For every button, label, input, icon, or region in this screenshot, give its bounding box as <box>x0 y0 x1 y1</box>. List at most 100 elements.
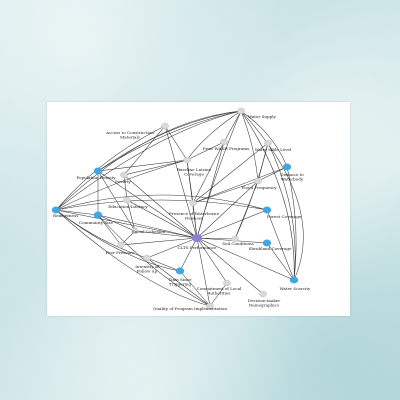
presence-waterborne-label: Presence of Waterborne <box>169 211 220 216</box>
edge-social-cohesion-to-clts-performance <box>134 230 198 239</box>
edge-prior-wash-to-clts-performance <box>196 141 225 239</box>
baseline-latrine-node-marker <box>183 156 191 164</box>
edge-layer <box>55 110 304 307</box>
time-since-triggering-label: Time Since <box>168 277 192 282</box>
intensity-followup-label-line2: Follow up <box>137 269 158 274</box>
edge-distance-waterbody-to-water-scarcity <box>286 166 297 281</box>
commitment-local-label-line2: Authorities <box>206 291 230 296</box>
water-table-node-marker <box>264 139 272 147</box>
edge-poverty-to-clts-performance <box>123 174 198 239</box>
edge-time-since-triggering-to-quality-implementation <box>179 270 211 307</box>
remoteness-label: Remoteness <box>53 213 78 218</box>
edge-access-construction-to-clts-performance <box>164 125 198 239</box>
social-cohesion-label: Social Cohesion <box>132 229 165 234</box>
distance-waterbody-label: Distance to <box>280 172 304 177</box>
edge-water-supply-to-flood-frequency <box>240 110 259 182</box>
presence-waterborne-label-line2: Diseases <box>185 216 203 221</box>
commitment-local-node-marker <box>223 279 231 287</box>
decision-maker-label-line2: Demographics <box>249 303 279 308</box>
poverty-label: Poverty <box>115 179 131 184</box>
edge-community-size-to-clts-performance <box>97 214 198 239</box>
node-soil-conditions: Soil Conditions <box>222 235 254 246</box>
edge-shrubland-coverage-to-water-scarcity <box>266 242 295 281</box>
edge-water-table-to-soil-conditions <box>234 142 269 240</box>
edge-prior-wash-to-baseline-latrine <box>186 141 225 161</box>
edge-remoteness-to-water-supply <box>55 110 242 211</box>
edge-remoteness-to-quality-implementation <box>55 209 211 307</box>
shrubland-coverage-node-marker <box>262 239 272 247</box>
node-quality-implementation: Quality of Program Implementation <box>153 302 227 311</box>
edge-flood-frequency-to-presence-waterborne <box>192 180 259 204</box>
forest-coverage-node-marker <box>262 206 272 214</box>
edge-access-construction-to-remoteness <box>55 125 166 211</box>
shrubland-coverage-label: Shrubland Coverage <box>249 246 292 251</box>
node-peer-pressure: Peer Pressure <box>105 241 135 255</box>
edge-intensity-followup-to-quality-implementation <box>146 257 211 307</box>
edge-population-density-to-water-supply <box>97 110 242 172</box>
distance-waterbody-label-line2: Waterbody <box>281 177 304 182</box>
node-community-size: Community Size <box>79 211 114 225</box>
decision-maker-node-marker <box>259 290 267 298</box>
soil-conditions-label: Soil Conditions <box>222 241 254 246</box>
community-size-label: Community Size <box>79 220 113 225</box>
edge-population-density-to-clts-performance <box>97 170 198 239</box>
edge-baseline-latrine-to-presence-waterborne <box>186 159 194 204</box>
edge-prior-wash-to-presence-waterborne <box>192 141 225 204</box>
edge-flood-frequency-to-soil-conditions <box>234 180 259 240</box>
water-table-label: Water table Level <box>255 147 292 152</box>
edge-water-supply-to-water-scarcity <box>240 110 304 281</box>
edge-distance-waterbody-to-presence-waterborne <box>192 166 288 204</box>
node-social-cohesion: Social Cohesion <box>131 227 165 235</box>
water-supply-node-marker <box>237 107 245 115</box>
population-density-label: Population Density <box>76 175 116 180</box>
clts-performance-node-marker <box>192 233 202 243</box>
edge-water-scarcity-to-water-supply <box>240 110 295 281</box>
time-since-triggering-node-marker <box>175 267 185 275</box>
intensity-followup-label: Intensity of <box>135 264 159 269</box>
node-water-supply: Water Supply <box>237 107 277 119</box>
edge-water-supply-to-prior-wash <box>223 110 242 143</box>
poverty-node-marker <box>120 171 128 179</box>
edge-water-supply-to-distance-waterbody <box>240 110 288 168</box>
presence-waterborne-node-marker <box>189 199 197 207</box>
peer-pressure-label: Peer Pressure <box>105 250 135 255</box>
node-remoteness: Remoteness <box>51 206 78 218</box>
node-water-table: Water table Level <box>255 139 292 152</box>
edge-commitment-local-to-clts-performance <box>196 237 228 284</box>
edge-baseline-latrine-to-population-density <box>97 159 188 172</box>
edge-time-since-triggering-to-clts-performance <box>179 237 198 272</box>
access-construction-label-line2: Materials <box>120 135 140 140</box>
education-literacy-label: Education/Literacy <box>108 204 148 209</box>
quality-implementation-node-marker <box>206 302 214 310</box>
edge-education-literacy-to-clts-performance <box>126 199 198 239</box>
time-since-triggering-label-line2: Triggering <box>169 282 192 287</box>
edge-baseline-latrine-to-remoteness <box>55 159 188 211</box>
edge-water-scarcity-to-clts-performance <box>196 237 295 281</box>
edge-remoteness-to-time-since-triggering <box>55 209 181 272</box>
distance-waterbody-node-marker <box>282 163 292 171</box>
node-education-literacy: Education/Literacy <box>108 196 148 209</box>
social-cohesion-node-marker <box>131 227 139 235</box>
node-flood-frequency: Flood Frequency <box>241 177 277 190</box>
intensity-followup-node-marker <box>143 254 151 262</box>
edge-quality-implementation-to-clts-performance <box>196 237 211 307</box>
water-scarcity-node-marker <box>289 276 299 284</box>
edge-peer-pressure-to-clts-performance <box>120 237 198 246</box>
edge-water-table-to-water-scarcity <box>267 142 296 281</box>
community-size-node-marker <box>93 211 103 219</box>
education-literacy-node-marker <box>123 196 131 204</box>
decision-maker-label: Decision-maker <box>248 298 280 303</box>
access-construction-label: Access to Construction <box>105 130 154 135</box>
edge-poverty-to-baseline-latrine <box>123 159 188 176</box>
baseline-latrine-label-line2: Coverage <box>184 172 204 177</box>
access-construction-node-marker <box>161 122 169 130</box>
remoteness-node-marker <box>51 206 61 214</box>
edge-decision-maker-to-clts-performance <box>196 237 264 295</box>
